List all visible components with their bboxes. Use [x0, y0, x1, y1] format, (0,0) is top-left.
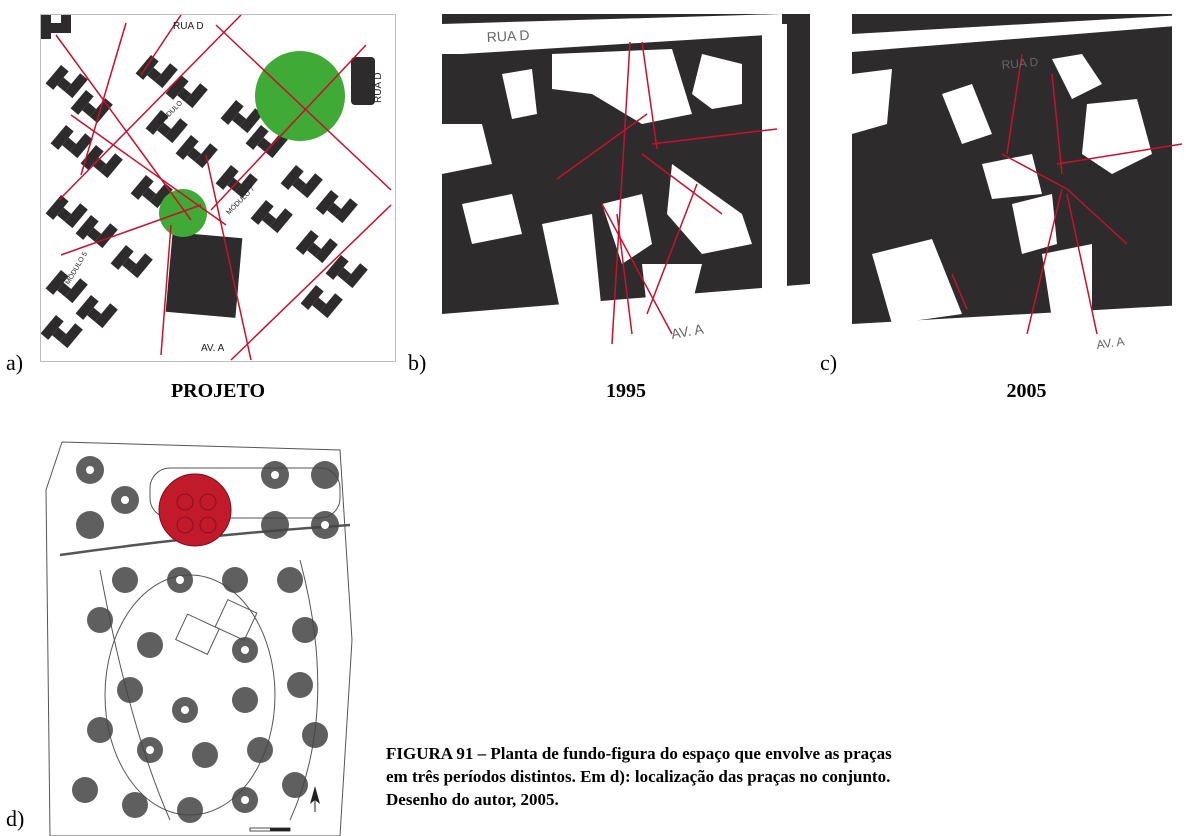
pedestrian-paths [556, 41, 778, 345]
panel-b-letter: b) [408, 350, 427, 375]
street-label-right: RUA D [373, 72, 384, 103]
pedestrian-paths [55, 15, 392, 361]
panel-c-title: 2005 [1006, 380, 1047, 402]
caption-line-2: em três períodos distintos. Em d): local… [386, 767, 891, 786]
panel-a-letter: a) [6, 350, 24, 375]
pedestrian-paths [951, 53, 1183, 335]
street-label-bottom: AV. A [670, 320, 706, 342]
plaza-small [159, 189, 207, 237]
panel-b-1995-plan: RUA D AV. A [442, 14, 810, 362]
street-label-top: RUA D [1001, 55, 1039, 72]
plaza-large [255, 51, 345, 141]
scale-bar [249, 827, 291, 832]
north-arrow-icon [310, 786, 320, 812]
street-label-top: RUA D [173, 21, 204, 32]
plaza-location-marker [158, 473, 232, 547]
street-label-bottom: AV. A [1095, 334, 1125, 352]
figure-caption: FIGURA 91 – Planta de fundo-figura do es… [386, 742, 1201, 811]
street-label-bottom: AV. A [201, 343, 225, 354]
panel-a-title: PROJETO [170, 380, 266, 402]
open-spaces [442, 14, 810, 362]
panel-d-site-plan [40, 430, 370, 836]
panel-b-title: 1995 [606, 380, 646, 402]
panel-d-letter: d) [6, 806, 25, 831]
caption-line-1: FIGURA 91 – Planta de fundo-figura do es… [386, 744, 892, 763]
building-blocks [41, 15, 375, 353]
panel-c-2005-plan: RUA D AV. A [852, 14, 1201, 362]
panel-c-letter: c) [820, 350, 838, 375]
street-label-top: RUA D [486, 27, 530, 45]
panel-a-project-plan: RUA D RUA D AV. A MÓDULO 6 MÓDULO 7 MÓDU… [40, 14, 396, 362]
module-label-5: MÓDULO 5 [63, 250, 89, 286]
caption-line-3: Desenho do autor, 2005. [386, 790, 559, 809]
